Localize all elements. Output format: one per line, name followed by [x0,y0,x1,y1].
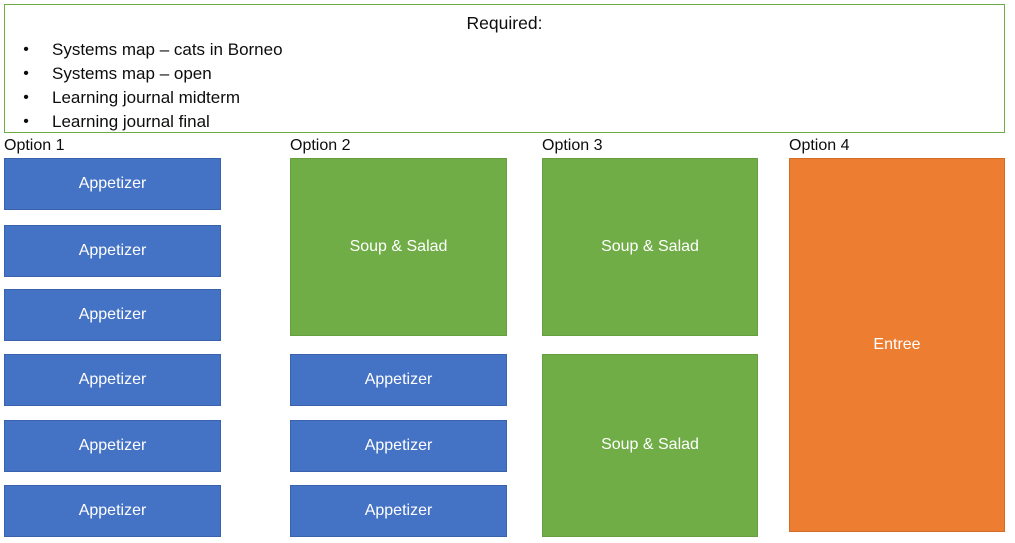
required-item-label: Learning journal final [52,112,210,131]
required-item: • Systems map – cats in Borneo [17,38,283,62]
bullet-icon: • [23,113,29,130]
course-box-label: Soup & Salad [601,237,699,255]
course-box-appetizer[interactable]: Appetizer [290,420,507,472]
course-box-label: Appetizer [78,370,147,388]
option-column-label: Option 1 [4,137,65,154]
course-box-label: Appetizer [78,174,147,192]
course-box-label: Soup & Salad [601,436,699,454]
course-box-appetizer[interactable]: Appetizer [290,485,507,537]
required-item: • Systems map – open [17,62,283,86]
required-item-label: Systems map – open [52,64,212,83]
course-box-soup-salad[interactable]: Soup & Salad [290,158,507,336]
course-box-label: Appetizer [364,501,433,519]
required-item: • Learning journal midterm [17,86,283,110]
course-box-label: Soup & Salad [349,237,448,255]
required-item: • Learning journal final [17,110,283,134]
course-box-label: Appetizer [78,501,147,519]
option-column-label: Option 3 [542,137,603,154]
course-box-label: Appetizer [78,436,147,454]
course-box-soup-salad[interactable]: Soup & Salad [542,158,758,336]
course-box-label: Entree [873,335,921,353]
required-item-label: Learning journal midterm [52,88,241,107]
course-box-appetizer[interactable]: Appetizer [4,354,221,406]
course-box-appetizer[interactable]: Appetizer [4,420,221,472]
course-box-appetizer[interactable]: Appetizer [290,354,507,406]
course-box-appetizer[interactable]: Appetizer [4,158,221,210]
bullet-icon: • [23,89,29,106]
course-box-soup-salad[interactable]: Soup & Salad [542,354,758,537]
course-box-appetizer[interactable]: Appetizer [4,225,221,277]
bullet-icon: • [23,65,29,82]
option-column-label: Option 2 [290,137,351,154]
required-item-label: Systems map – cats in Borneo [52,40,283,59]
course-box-appetizer[interactable]: Appetizer [4,485,221,537]
required-title: Required: [466,13,543,33]
course-box-entree[interactable]: Entree [789,158,1005,532]
course-box-label: Appetizer [78,305,147,323]
required-panel: Required: •Systems map – cats in Borneo•… [4,4,1005,133]
course-box-label: Appetizer [364,436,433,454]
required-item-list: • Systems map – cats in Borneo • Systems ma… [17,38,283,134]
course-box-label: Appetizer [364,370,433,388]
option-column-label: Option 4 [789,137,850,154]
bullet-icon: • [23,41,29,58]
course-box-appetizer[interactable]: Appetizer [4,289,221,341]
course-box-label: Appetizer [78,241,147,259]
